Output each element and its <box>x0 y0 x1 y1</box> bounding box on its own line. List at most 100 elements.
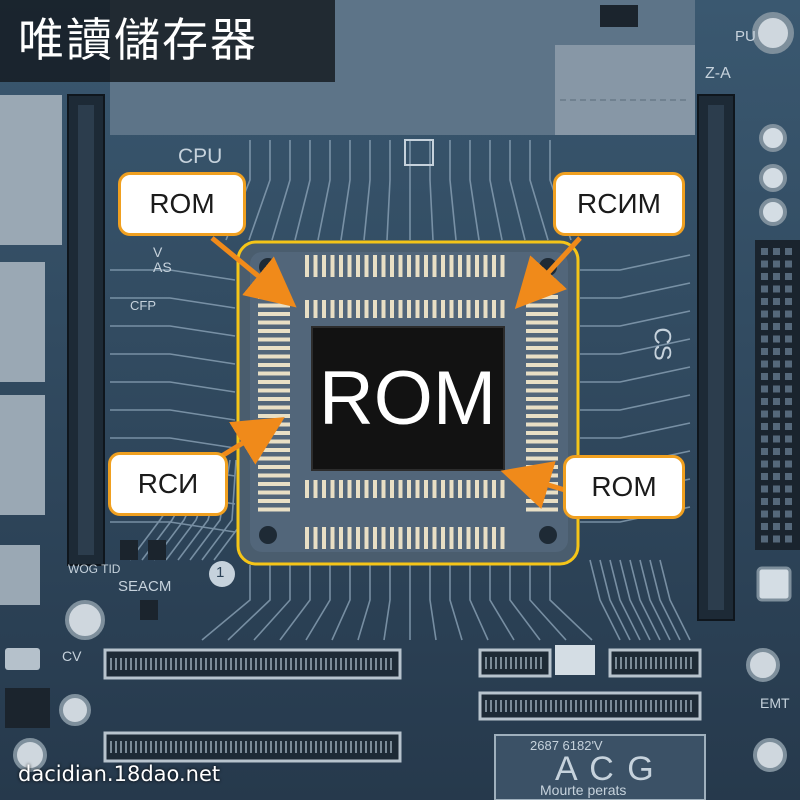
chip-pin <box>526 329 558 333</box>
chip-pin <box>390 255 394 277</box>
slot-pin <box>620 657 622 669</box>
chip-pin <box>364 527 369 549</box>
chip-pin <box>407 527 411 549</box>
connector-pin <box>785 398 792 405</box>
chip-pin <box>347 480 352 498</box>
slot-pin <box>625 700 627 712</box>
mourte-label: Mourte perats <box>540 782 627 798</box>
wog-label: WOG TID <box>68 562 121 576</box>
cpu-label: CPU <box>178 145 223 168</box>
slot-pin <box>345 741 347 753</box>
mount-hole <box>746 648 780 682</box>
chip-pin <box>526 354 558 359</box>
slot-pin <box>165 658 167 670</box>
connector-pin <box>761 260 768 268</box>
chip-pin <box>526 346 558 350</box>
top-right-block <box>555 45 695 135</box>
slot-pin <box>175 658 177 670</box>
za-label: Z-A <box>705 65 731 82</box>
connector-pin <box>773 323 780 330</box>
chip-pin <box>356 300 360 318</box>
connector-pin <box>785 523 792 530</box>
callout-top-left: ROM <box>118 172 246 236</box>
slot-pin <box>235 658 237 670</box>
chip-pin <box>347 527 352 549</box>
chip-pin <box>500 255 505 277</box>
slot-pin <box>255 741 257 753</box>
connector-pin <box>761 523 768 530</box>
chip-pin <box>364 300 369 318</box>
slot-pin <box>500 700 502 712</box>
page-title: 唯讀儲存器 <box>18 13 258 67</box>
slot-pin <box>125 658 127 670</box>
connector-pin <box>773 373 780 380</box>
slot-pin <box>690 700 692 712</box>
small-chip <box>5 688 50 728</box>
chip-corner-hole <box>259 526 277 544</box>
chip-pin <box>441 255 445 277</box>
slot-pin <box>275 658 277 670</box>
slot-pin <box>370 658 372 670</box>
seacm-label: SEACM <box>118 578 172 595</box>
chip-pin <box>492 300 496 318</box>
connector-pin <box>773 435 780 443</box>
chip-pin <box>313 300 318 318</box>
slot-pin <box>230 741 232 753</box>
slot-pin <box>670 700 672 712</box>
connector-pin <box>761 435 768 443</box>
slot-pin <box>190 658 192 670</box>
callout-top-right: RCИM <box>553 172 685 236</box>
slot-pin <box>515 700 517 712</box>
connector-pin <box>761 498 768 505</box>
arrow-top-left <box>210 236 297 308</box>
slot-pin <box>315 741 317 753</box>
chip-pin <box>364 255 369 277</box>
slot-pin <box>325 658 327 670</box>
left-module-4 <box>0 545 40 605</box>
chip-pin <box>526 380 558 384</box>
chip-pin <box>258 422 290 427</box>
slot-pin <box>680 700 682 712</box>
chip-pin <box>415 255 420 277</box>
mount-hole <box>59 694 91 726</box>
slot-pin <box>185 741 187 753</box>
connector-pin <box>785 273 792 280</box>
slot-pin <box>520 700 522 712</box>
slot-pin <box>280 658 282 670</box>
chip-pin <box>492 480 496 498</box>
chip-pin <box>526 507 558 512</box>
slot-pin <box>345 658 347 670</box>
slot-pin <box>340 658 342 670</box>
connector-pin <box>773 248 780 255</box>
slot-pin <box>150 658 152 670</box>
chip-pin <box>441 480 445 498</box>
slot-pin <box>630 700 632 712</box>
circle-marker <box>209 561 235 587</box>
connector-pin <box>773 535 780 543</box>
slot-pin <box>175 741 177 753</box>
small-connector <box>555 645 595 675</box>
slot-pin <box>640 657 642 669</box>
slot-pin <box>145 658 147 670</box>
left-module-1 <box>0 95 62 245</box>
callout-bottom-right: ROM <box>563 455 685 519</box>
slot-pin <box>600 700 602 712</box>
slot-pin <box>500 657 502 669</box>
chip-pin <box>500 300 505 318</box>
chip-pin <box>258 414 290 418</box>
slot-pin <box>550 700 552 712</box>
chip-pin <box>500 480 505 498</box>
slot-pin <box>190 741 192 753</box>
chip-pin <box>258 448 290 452</box>
connector-pin <box>785 460 792 468</box>
chip-pin <box>475 300 479 318</box>
slot-pin <box>110 658 112 670</box>
chip-pin <box>483 480 488 498</box>
slot-pin <box>380 741 382 753</box>
slot-pin <box>680 657 682 669</box>
chip-pin <box>322 300 326 318</box>
slot-pin <box>325 741 327 753</box>
slot-pin <box>320 741 322 753</box>
chip-pin <box>441 527 445 549</box>
chip-pin <box>432 255 437 277</box>
